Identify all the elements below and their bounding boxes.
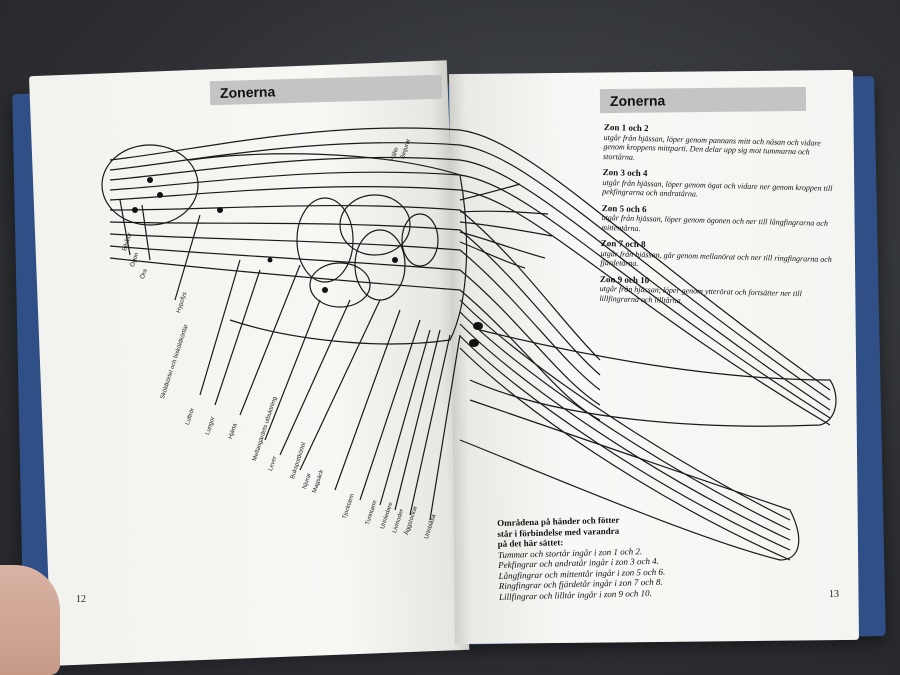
liver-shape [339, 194, 411, 256]
intestine-shape [309, 262, 371, 308]
hand-foot-legend: Områdena på händer och fötter står i för… [497, 513, 699, 602]
zone-descriptions: Zon 1 och 2 utgår från hjässan, löper ge… [599, 122, 836, 316]
lung-left [296, 197, 354, 283]
zone-9-10: Zon 9 och 10 utgår från hjässan, löper g… [599, 273, 832, 309]
zone-5-6: Zon 5 och 6 utgår från hjässan, löper ge… [601, 202, 834, 238]
page-number-right: 13 [829, 589, 839, 600]
torso-outline [189, 153, 468, 345]
kidney-shape [401, 213, 439, 267]
zone-3-4: Zon 3 och 4 utgår från hjässan, löper ge… [602, 167, 835, 203]
zone-1-2: Zon 1 och 2 utgår från hjässan, löper ge… [603, 122, 836, 167]
head-outline [101, 144, 199, 226]
zone-desc: utgår från hjässan, löper genom pannans … [603, 132, 821, 162]
thumb-holding-page [0, 565, 60, 675]
zone-7-8: Zon 7 och 8 utgår från hjässan, går geno… [600, 238, 833, 274]
right-header-bar: Zonerna [599, 86, 807, 114]
page-number-left: 12 [76, 594, 86, 605]
